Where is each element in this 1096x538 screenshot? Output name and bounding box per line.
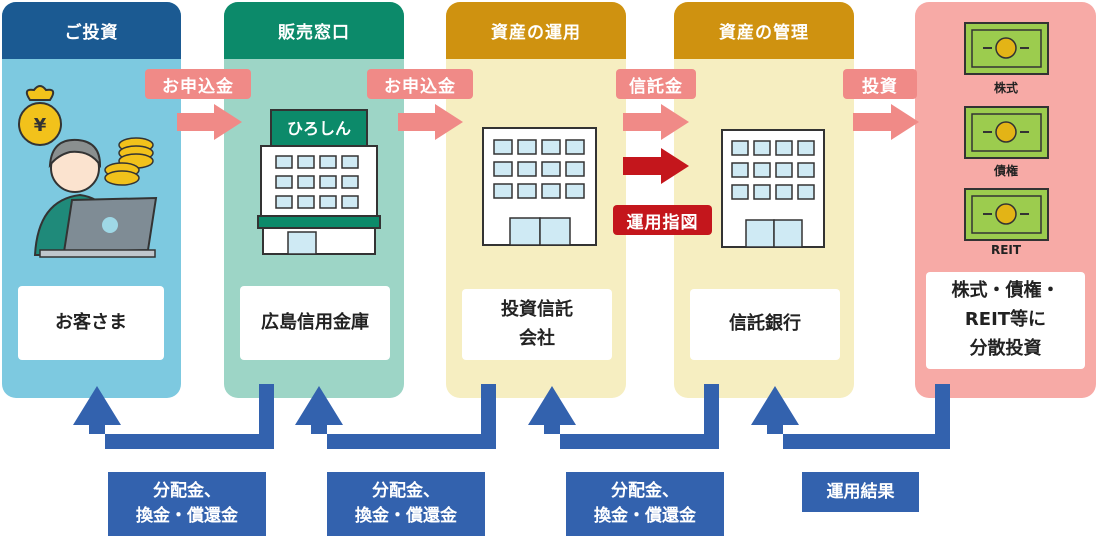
tag-trust-money: 信託金 (616, 69, 696, 99)
tag-investment-instruction: 運用指図 (613, 205, 712, 235)
bank-building-icon (257, 109, 381, 255)
forward-arrows (177, 104, 919, 140)
return-arrow-icon (295, 384, 496, 449)
return-arrow-icon (751, 384, 950, 449)
column-header: 販売窓口 (224, 2, 404, 59)
money-bag-icon (18, 85, 62, 146)
tag-application-money-1: お申込金 (145, 69, 251, 99)
bank-sign: ひろしん (287, 119, 351, 138)
arrow-right-icon (623, 104, 689, 140)
asset-label-reit: REIT (990, 243, 1022, 257)
return-label-1: 分配金、 換金・償還金 (108, 472, 266, 536)
bill-icon-stock (964, 22, 1049, 75)
return-label-2: 分配金、 換金・償還金 (327, 472, 485, 536)
tag-investment: 投資 (843, 69, 917, 99)
instruction-arrow-icon (623, 148, 689, 184)
custody-label: 信託銀行 (690, 289, 840, 360)
laptop-icon (39, 196, 158, 258)
coin-stack-icon (104, 137, 154, 186)
management-label: 投資信託 会社 (462, 289, 612, 360)
return-label-3: 分配金、 換金・償還金 (566, 472, 724, 536)
arrow-right-icon (177, 104, 242, 140)
arrow-right-icon (853, 104, 919, 140)
column-header: ご投資 (2, 2, 181, 59)
column-header: 資産の管理 (674, 2, 854, 59)
return-flows (73, 384, 950, 449)
return-arrow-icon (528, 384, 719, 449)
return-arrow-icon (73, 384, 274, 449)
return-label-4: 運用結果 (802, 472, 919, 512)
asset-label-bond: 債権 (993, 164, 1018, 178)
column-header: 資産の運用 (446, 2, 626, 59)
tag-application-money-2: お申込金 (367, 69, 473, 99)
customer-label: お客さま (18, 286, 164, 360)
arrow-right-icon (398, 104, 463, 140)
sales-label: 広島信用金庫 (240, 286, 390, 360)
office-building-icon (482, 127, 597, 246)
trust-bank-building-icon (721, 129, 825, 248)
investment-label: 株式・債権・ REIT等に 分散投資 (926, 272, 1085, 369)
yen-symbol: ¥ (34, 115, 47, 136)
bill-icon-bond (964, 106, 1049, 159)
bill-icon-reit (964, 188, 1049, 241)
asset-label-stock: 株式 (993, 81, 1018, 95)
